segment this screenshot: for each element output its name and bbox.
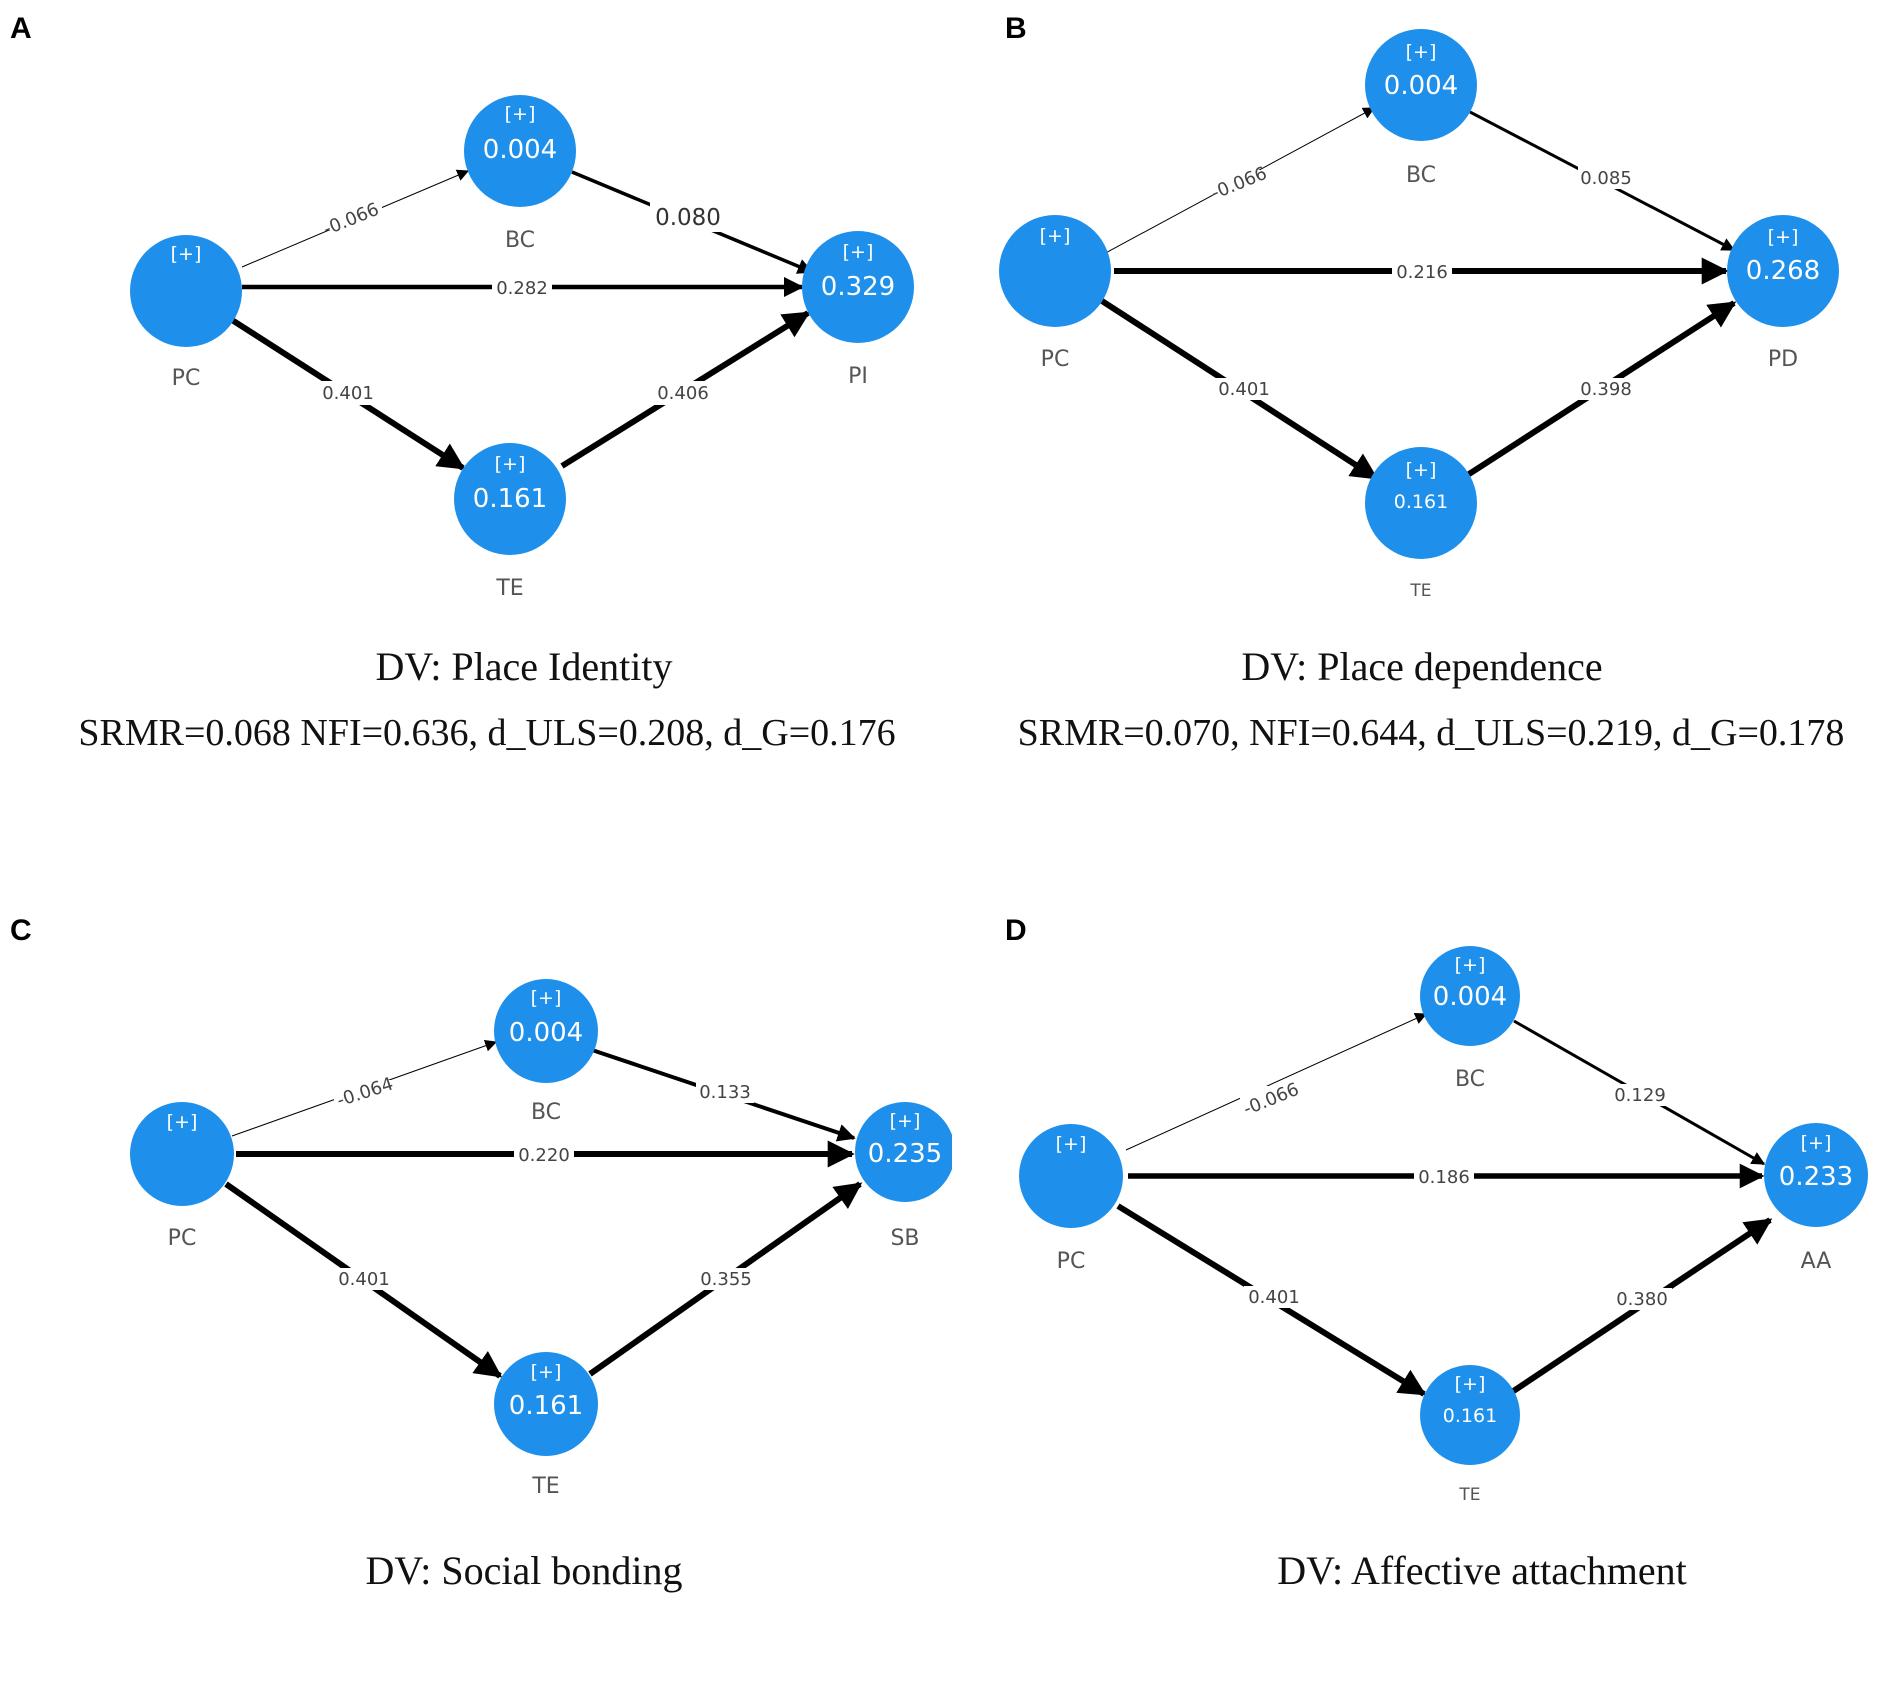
node-te[interactable]: [+] 0.161 TE	[1365, 447, 1477, 601]
expand-indicator[interactable]: [+]	[1455, 954, 1486, 976]
path-coef-te-dv: 0.406	[657, 383, 709, 404]
node-label: BC	[1455, 1067, 1485, 1092]
path-coef-te-dv: 0.355	[700, 1269, 752, 1290]
r-squared-value: 0.004	[1433, 982, 1507, 1012]
node-label: SB	[890, 1226, 919, 1251]
expand-indicator[interactable]: [+]	[1801, 1132, 1832, 1154]
path-coef-pc-bc: -0.066	[1208, 163, 1270, 204]
node-dv[interactable]: [+] 0.329 PI	[802, 231, 914, 389]
node-dv[interactable]: [+] 0.233 AA	[1764, 1123, 1868, 1274]
node-label: BC	[531, 1100, 561, 1125]
node-label: PC	[172, 366, 201, 391]
panel-letter: B	[1005, 12, 1027, 45]
edge-pc-bc	[1125, 1012, 1428, 1151]
expand-indicator[interactable]: [+]	[167, 1111, 198, 1133]
node-label: PD	[1768, 347, 1798, 372]
path-coef-pc-dv: 0.186	[1418, 1167, 1470, 1188]
r-squared-value: 0.235	[868, 1139, 942, 1169]
node-label: PC	[1041, 347, 1070, 372]
r-squared-value: 0.004	[1384, 71, 1458, 101]
node-label: TE	[531, 1474, 559, 1499]
node-label: TE	[1458, 1485, 1480, 1505]
path-coef-bc-dv: 0.080	[655, 205, 721, 231]
path-coef-pc-bc: -0.066	[320, 199, 382, 240]
node-label: PC	[168, 1226, 197, 1251]
path-diagram-b: B -0.066 0.085 0.216 0.401 0.398 [+] PC …	[999, 12, 1845, 754]
expand-indicator[interactable]: [+]	[1455, 1373, 1486, 1395]
node-bc[interactable]: [+] 0.004 BC	[464, 95, 576, 253]
expand-indicator[interactable]: [+]	[531, 987, 562, 1009]
path-coef-pc-dv: 0.216	[1396, 262, 1448, 283]
panel-letter: D	[1005, 914, 1027, 947]
node-te[interactable]: [+] 0.161 TE	[1420, 1365, 1520, 1505]
fit-indices-caption: SRMR=0.070, NFI=0.644, d_ULS=0.219, d_G=…	[1018, 712, 1845, 754]
node-bc[interactable]: [+] 0.004 BC	[1365, 29, 1477, 188]
path-coef-bc-dv: 0.085	[1580, 168, 1632, 189]
panel-b: B -0.066 0.085 0.216 0.401 0.398 [+] PC …	[952, 0, 1904, 798]
node-label: PI	[848, 364, 868, 389]
node-dv[interactable]: [+] 0.268 PD	[1727, 215, 1839, 372]
path-coef-bc-dv: 0.133	[699, 1082, 751, 1103]
r-squared-value: 0.004	[483, 135, 557, 165]
panel-letter: C	[10, 914, 32, 947]
path-diagram-a: A -0.066 0.080 0.282 0.401 0.406 [+] PC …	[10, 12, 914, 754]
path-coef-pc-dv: 0.220	[518, 1145, 570, 1166]
expand-indicator[interactable]: [+]	[1406, 459, 1437, 481]
path-coef-pc-te: 0.401	[322, 383, 374, 404]
r-squared-value: 0.233	[1779, 1162, 1853, 1192]
node-label: PC	[1057, 1249, 1086, 1274]
path-coef-pc-bc: -0.066	[1240, 1079, 1302, 1120]
panel-d: D -0.066 0.129 0.186 0.401 0.380 [+] PC …	[952, 898, 1904, 1696]
node-bc[interactable]: [+] 0.004 BC	[494, 979, 598, 1125]
node-label: TE	[1409, 581, 1431, 601]
path-coef-te-dv: 0.380	[1616, 1289, 1668, 1310]
path-coef-pc-bc: -0.064	[334, 1074, 396, 1112]
r-squared-value: 0.161	[473, 484, 547, 514]
expand-indicator[interactable]: [+]	[505, 103, 536, 125]
node-pc[interactable]: [+] PC	[1019, 1124, 1123, 1274]
node-label: BC	[505, 228, 535, 253]
panel-a: A -0.066 0.080 0.282 0.401 0.406 [+] PC …	[0, 0, 952, 798]
path-coef-bc-dv: 0.129	[1614, 1085, 1666, 1106]
node-label: AA	[1801, 1249, 1832, 1274]
dv-caption: DV: Place Identity	[376, 644, 673, 689]
path-coef-te-dv: 0.398	[1580, 379, 1632, 400]
node-label: TE	[495, 576, 523, 601]
node-dv[interactable]: [+] 0.235 SB	[855, 1102, 952, 1251]
path-coef-pc-te: 0.401	[1248, 1287, 1300, 1308]
expand-indicator[interactable]: [+]	[1768, 226, 1799, 248]
path-diagram-c: C -0.064 0.133 0.220 0.401 0.355 [+] PC …	[10, 914, 952, 1593]
expand-indicator[interactable]: [+]	[1040, 225, 1071, 247]
node-te[interactable]: [+] 0.161 TE	[454, 443, 566, 601]
expand-indicator[interactable]: [+]	[890, 1110, 921, 1132]
path-coef-pc-dv: 0.282	[496, 278, 548, 299]
expand-indicator[interactable]: [+]	[1056, 1133, 1087, 1155]
node-te[interactable]: [+] 0.161 TE	[494, 1352, 598, 1499]
expand-indicator[interactable]: [+]	[1406, 41, 1437, 63]
expand-indicator[interactable]: [+]	[495, 453, 526, 475]
path-diagram-d: D -0.066 0.129 0.186 0.401 0.380 [+] PC …	[1005, 914, 1868, 1593]
dv-caption: DV: Social bonding	[365, 1548, 682, 1593]
node-pc[interactable]: [+] PC	[999, 215, 1111, 372]
node-pc[interactable]: [+] PC	[130, 235, 242, 391]
r-squared-value: 0.161	[509, 1391, 583, 1421]
path-coef-pc-te: 0.401	[338, 1269, 390, 1290]
r-squared-value: 0.004	[509, 1018, 583, 1048]
dv-caption: DV: Place dependence	[1241, 644, 1602, 689]
r-squared-value: 0.161	[1443, 1405, 1497, 1427]
panel-c: C -0.064 0.133 0.220 0.401 0.355 [+] PC …	[0, 898, 952, 1696]
node-pc[interactable]: [+] PC	[130, 1102, 234, 1251]
panel-letter: A	[10, 12, 32, 45]
expand-indicator[interactable]: [+]	[531, 1361, 562, 1383]
node-bc[interactable]: [+] 0.004 BC	[1420, 946, 1520, 1092]
path-coef-pc-te: 0.401	[1218, 379, 1270, 400]
r-squared-value: 0.268	[1746, 256, 1820, 286]
r-squared-value: 0.161	[1394, 491, 1448, 513]
fit-indices-caption: SRMR=0.068 NFI=0.636, d_ULS=0.208, d_G=0…	[78, 712, 895, 754]
r-squared-value: 0.329	[821, 272, 895, 302]
dv-caption: DV: Affective attachment	[1277, 1548, 1686, 1593]
expand-indicator[interactable]: [+]	[171, 243, 202, 265]
expand-indicator[interactable]: [+]	[843, 241, 874, 263]
node-label: BC	[1406, 163, 1436, 188]
